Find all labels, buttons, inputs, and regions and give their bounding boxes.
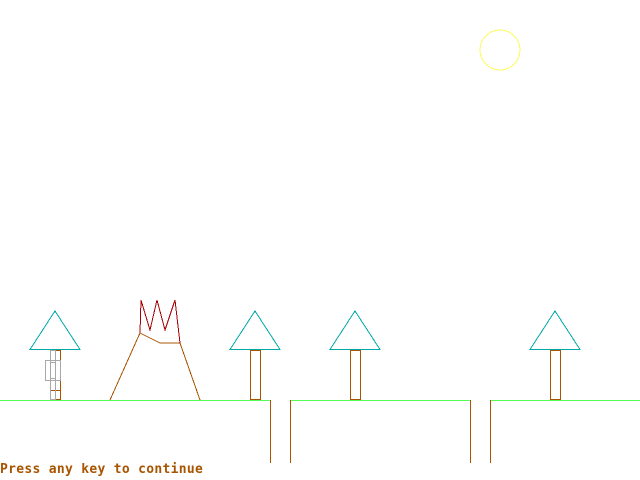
tree: [229, 310, 281, 400]
volcano: [109, 299, 201, 401]
tree: [329, 310, 381, 400]
volcano-fire: [139, 299, 181, 344]
sun: [479, 29, 521, 71]
pit: [270, 400, 291, 463]
player: [45, 350, 61, 400]
tree: [529, 310, 581, 400]
continue-prompt: Press any key to continue: [0, 462, 204, 477]
pit: [470, 400, 491, 463]
